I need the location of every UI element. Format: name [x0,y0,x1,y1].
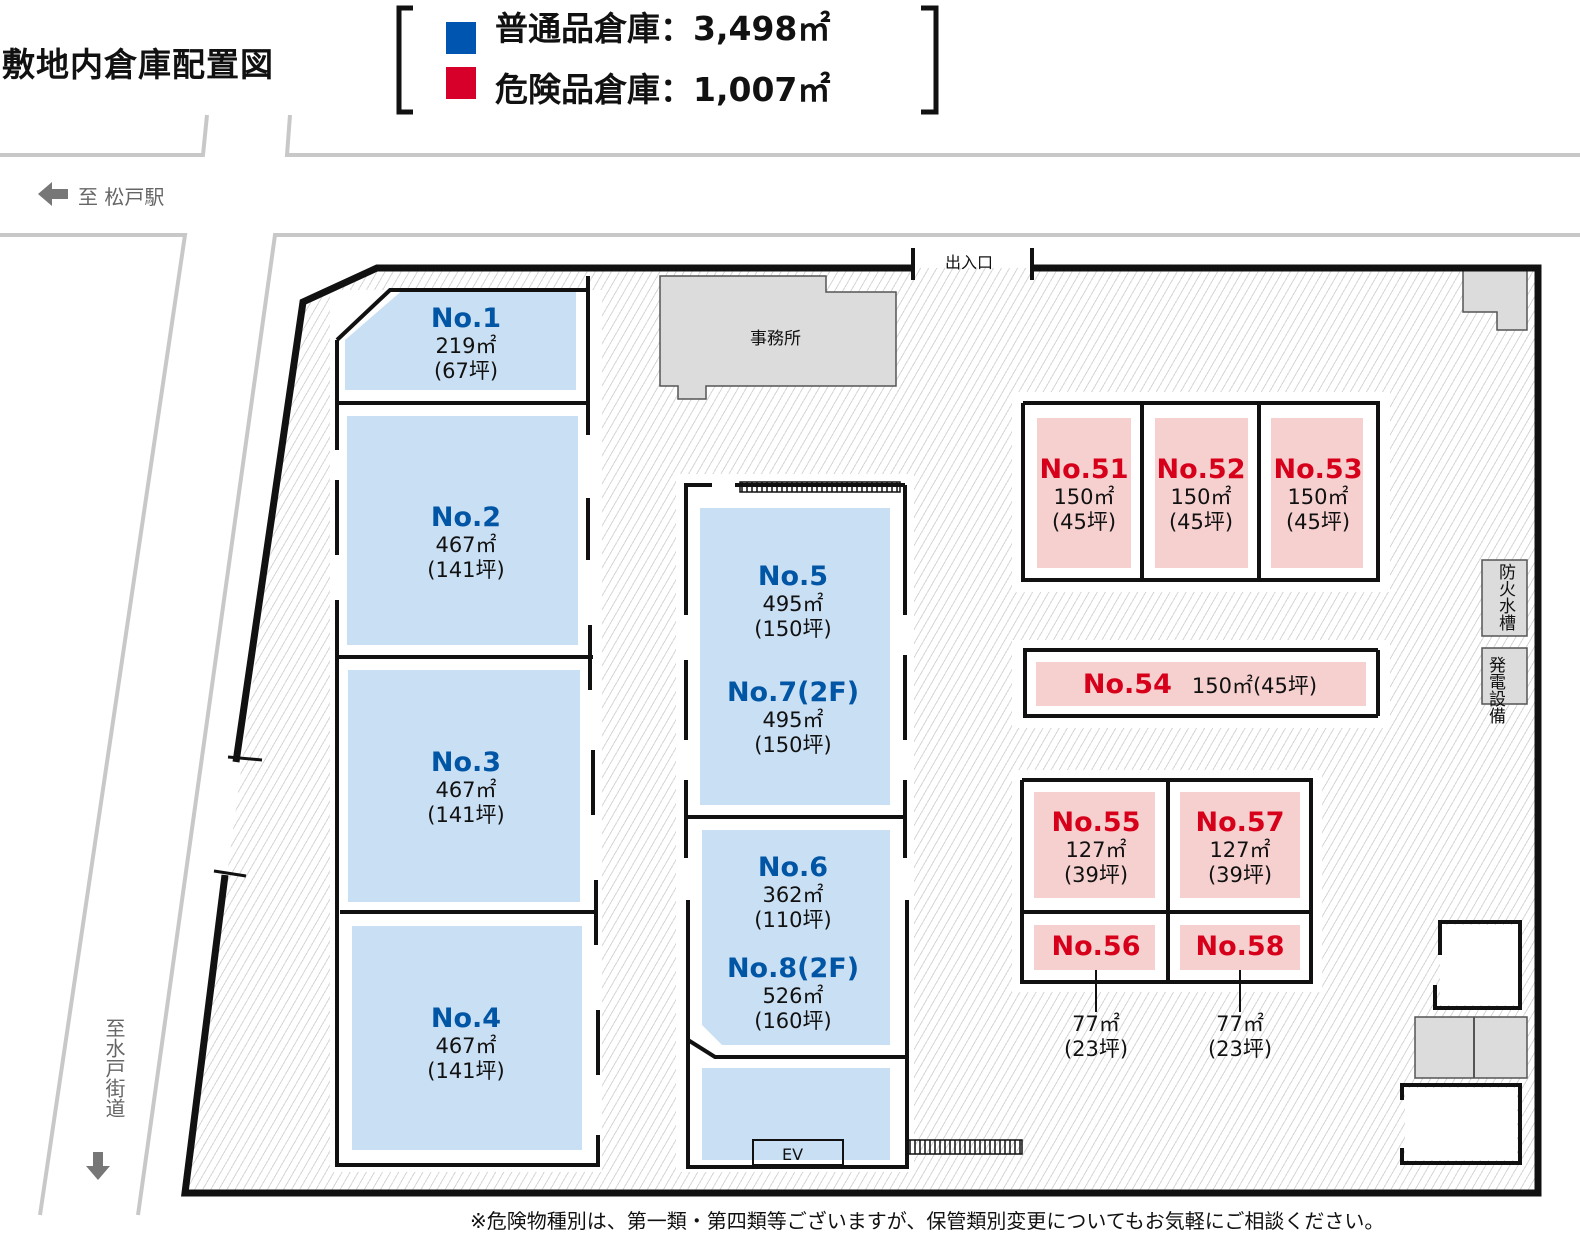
water-tank [1481,559,1528,637]
warehouse-no58 [1180,925,1300,970]
direction-station: 至 松戸駅 [78,185,165,209]
office-label: 事務所 [750,329,801,349]
generator [1481,647,1528,705]
arrow-down-icon [86,1152,110,1180]
warehouse-label-no54: No.54 150㎡(45坪) [1082,669,1318,700]
roads [0,114,1580,1216]
warehouse-no1 [345,288,576,390]
warehouse-no54 [1036,662,1366,706]
warehouse-annex [702,1068,890,1160]
warehouse-no57 [1180,792,1300,898]
ev-label: EV [782,1145,804,1164]
generator-label: 発電設備 [1485,656,1505,724]
warehouse-no51 [1037,418,1131,568]
warehouse-no53 [1271,418,1363,568]
legend-hazard-swatch [446,67,476,99]
warehouse-no2 [347,416,578,645]
legend-general-swatch [446,22,476,54]
warehouse-no6-8 [702,830,890,1045]
direction-road: 至水戸街道 [102,1018,126,1118]
page-title: 敷地内倉庫配置図 [2,45,274,84]
entrance-label: 出入口 [945,253,994,272]
warehouse-no4 [352,926,582,1150]
hazard-warehouses [1034,418,1366,970]
legend-hazard: 危険品倉庫：1,007㎡ [495,70,831,109]
warehouse-label-no8: No.8(2F)526㎡(160坪) [726,953,860,1034]
warehouse-no55 [1034,792,1155,898]
warehouse-no3 [348,670,580,902]
warehouse-no56 [1034,925,1155,970]
warehouse-label-no7: No.7(2F)495㎡(150坪) [726,677,860,758]
corner-structure [1462,269,1528,331]
general-warehouses [345,288,890,1160]
legend-general: 普通品倉庫：3,498㎡ [495,9,831,48]
warehouse-no5-7 [700,508,890,805]
cabinet [1414,1016,1528,1079]
office-building [659,275,897,400]
water-tank-label: 防火水槽 [1495,563,1515,631]
walls [335,276,1522,1169]
footnote: ※危険物種別は、第一類・第四類等ございますが、保管類別変更についてもお気軽にご相… [470,1209,1385,1233]
arrow-left-icon [38,182,68,206]
legend-brackets [396,5,939,115]
warehouse-no52 [1155,418,1248,568]
site-boundary [181,248,1542,1197]
